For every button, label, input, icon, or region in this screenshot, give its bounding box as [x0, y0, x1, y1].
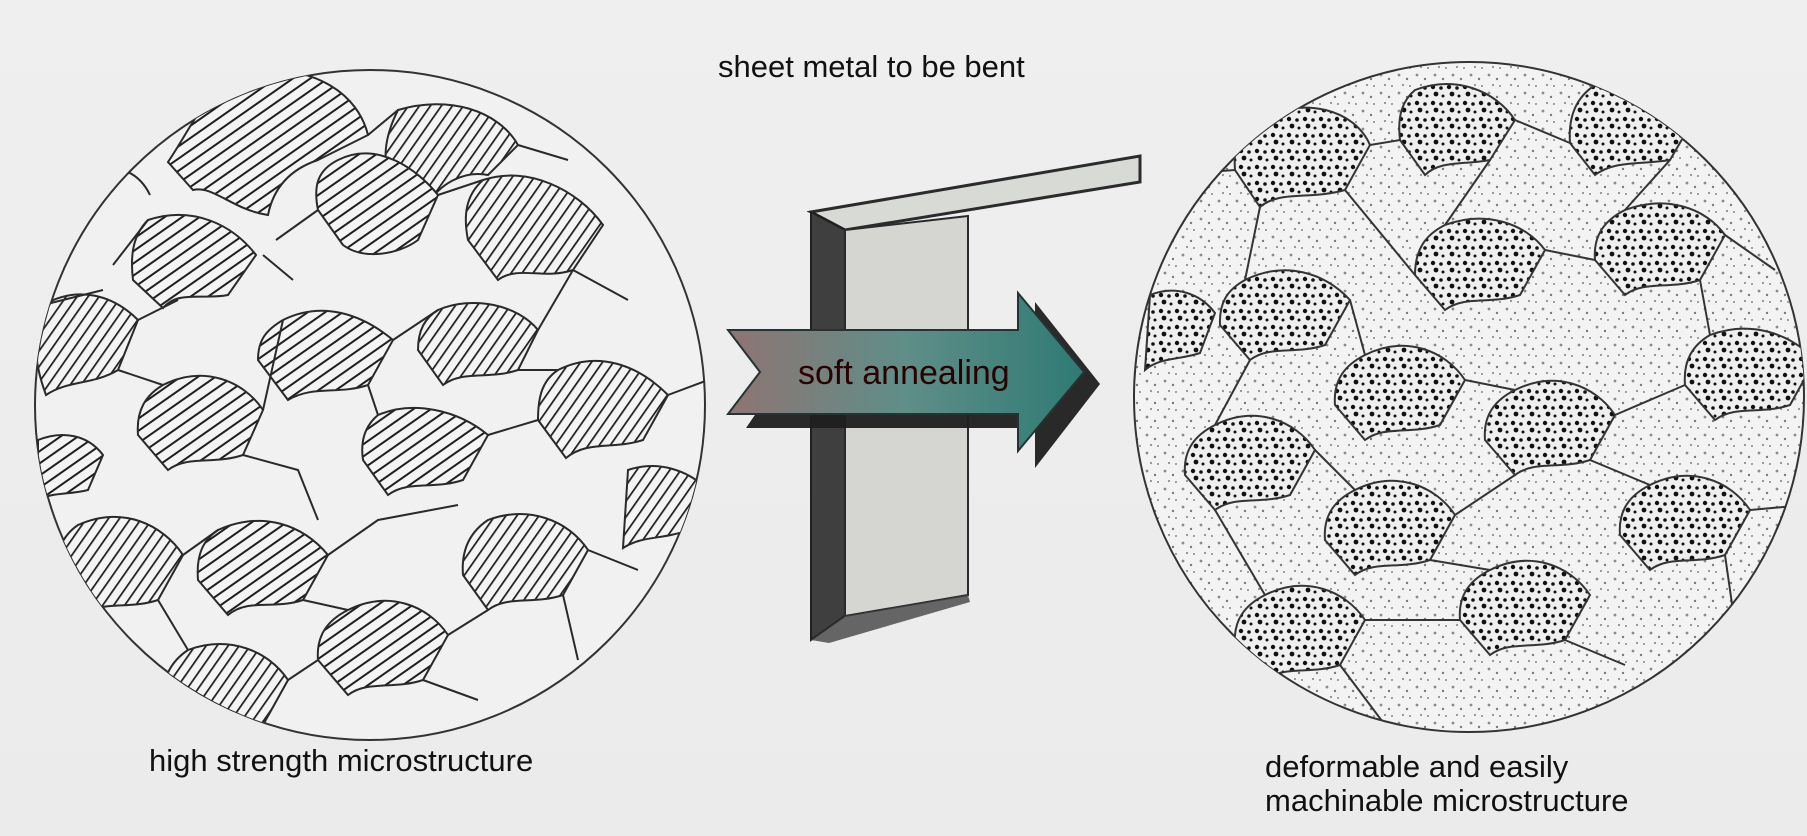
left-caption: high strength microstructure — [149, 743, 534, 778]
right-caption: deformable and easily machinable microst… — [1265, 749, 1629, 819]
sheet-metal-label: sheet metal to be bent — [718, 49, 1025, 84]
high-strength-microstructure-circle — [34, 69, 706, 741]
right-caption-line-1: deformable and easily — [1265, 749, 1569, 784]
soft-annealing-arrow[interactable]: soft annealing — [725, 290, 1103, 470]
soft-annealing-label: soft annealing — [798, 354, 1010, 392]
right-caption-line-2: machinable microstructure — [1265, 783, 1629, 819]
deformable-microstructure-circle — [1133, 61, 1805, 733]
